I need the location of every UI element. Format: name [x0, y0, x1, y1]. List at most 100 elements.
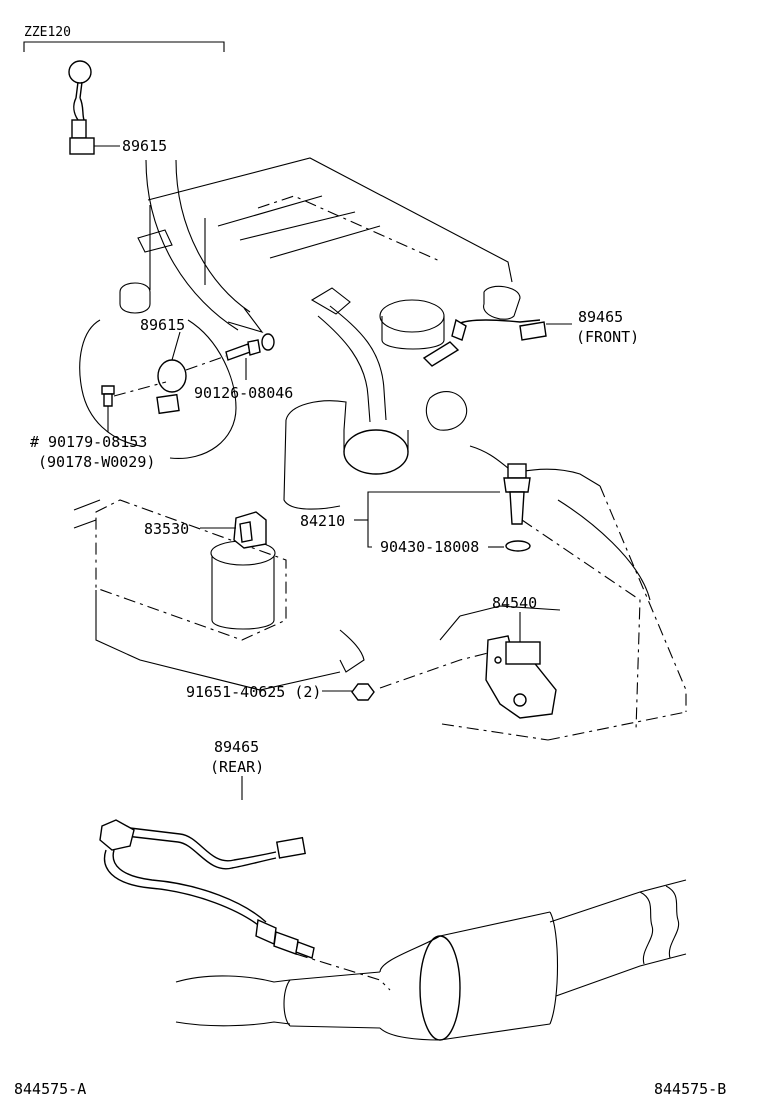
mark-symbol: #: [30, 433, 39, 451]
pan-lower: [95, 590, 341, 691]
converter-cone: [379, 935, 441, 1041]
exhaust-front-bottom: [175, 1021, 291, 1027]
converter-inlet-face: [419, 935, 461, 1041]
oil-filler-neck: [381, 316, 445, 350]
hose-end: [343, 429, 409, 475]
trans-mount-edge: [439, 605, 561, 641]
o2-front-grommet: [451, 318, 467, 341]
o2-rear-lower-wire: [103, 849, 267, 929]
engine-cover-front: [149, 205, 206, 290]
mount-bolt-shank: [103, 393, 113, 407]
exhaust-pipe-mid: [289, 971, 381, 1029]
bolt-shank: [225, 343, 251, 361]
engine-cover-top: [147, 157, 513, 283]
oil-pan: [95, 499, 287, 641]
neutral-switch-hole: [513, 693, 527, 707]
exhaust-pipe-converter: [175, 879, 687, 1041]
label-knock-sensor-engine: 89615: [140, 316, 185, 334]
model-code-label: ZZE120: [24, 25, 71, 40]
o2-front-wire: [457, 319, 541, 325]
knock-sensor-engine[interactable]: [156, 359, 187, 415]
label-knock-sensor-top: 89615: [122, 137, 167, 155]
label-neutral-switch: 84540: [492, 594, 537, 612]
callout-arrow-head: [227, 307, 264, 333]
label-o2-rear-position: (REAR): [210, 758, 264, 776]
o2-sensor-rear[interactable]: [99, 819, 315, 959]
label-gasket: 90430-18008: [380, 538, 479, 556]
bolt-washer: [261, 333, 275, 351]
oil-filler-cap: [379, 299, 445, 333]
bolt-head: [247, 339, 261, 356]
engine-cap-left: [119, 282, 151, 314]
engine-bracket: [137, 229, 173, 253]
exhaust-flange-left: [283, 979, 291, 1027]
footer-ref-right: 844575-B: [654, 1080, 726, 1098]
engine-cap-right: [483, 285, 521, 320]
leader-temp-sensor-lower: [367, 520, 372, 548]
pan-drain-boss: [339, 629, 365, 673]
o2-rear-centerline: [295, 953, 391, 991]
callout-arrow: [145, 159, 251, 331]
pan-flange: [73, 499, 101, 529]
label-o2-rear-number: 89465: [214, 738, 259, 756]
oil-pressure-switch-terminal: [239, 521, 253, 543]
trans-housing-inner: [521, 519, 641, 731]
exhaust-front-top: [175, 975, 291, 983]
oil-pressure-switch[interactable]: [233, 511, 267, 549]
engine-cover-ribs: [217, 195, 381, 259]
model-code-bracket: [23, 41, 225, 52]
label-nut: 91651-40625 (2): [186, 683, 321, 701]
water-outlet: [285, 400, 347, 431]
temp-sensor-probe: [509, 491, 525, 525]
temperature-sensor[interactable]: [503, 463, 531, 525]
mount-bolt-head: [101, 385, 115, 395]
block-boss: [425, 391, 468, 431]
o2-rear-hex: [273, 931, 299, 955]
exhaust-break-mark: [639, 891, 654, 965]
o2-rear-boot: [255, 918, 277, 946]
o2-rear-upper-wire: [125, 827, 277, 870]
trans-housing-edge: [599, 485, 687, 712]
trans-lower-edge: [441, 711, 687, 741]
block-upper-edge: [469, 445, 601, 487]
footer-ref-left: 844575-A: [14, 1080, 86, 1098]
leader-temp-sensor-upper: [367, 491, 500, 520]
block-left-face: [283, 419, 341, 510]
knock-sensor-top[interactable]: [68, 60, 95, 155]
engine-front-curve: [79, 319, 141, 447]
mount-nut-hex: [351, 683, 375, 701]
leader-knock-engine: [171, 331, 181, 361]
neutral-switch-bolt-hole: [494, 656, 502, 664]
o2-rear-grommet: [99, 819, 135, 851]
label-temp-sensor: 84210: [300, 512, 345, 530]
mount-nut[interactable]: [351, 683, 375, 701]
o2-rear-connector: [275, 836, 306, 859]
exhaust-break-mark-2: [665, 885, 680, 959]
nut-leader-line: [379, 649, 501, 689]
bolt-centerline: [185, 355, 227, 371]
knock-sensor-top-body: [68, 60, 92, 84]
engine-mount-bolt[interactable]: [101, 385, 115, 407]
trans-housing-curve: [557, 499, 651, 601]
oil-filter-body: [211, 556, 275, 630]
neutral-start-switch[interactable]: [485, 635, 557, 719]
hose-clip: [310, 287, 351, 315]
label-o2-front-number: 89465: [578, 308, 623, 326]
label-bolt-mount-main: 90179-08153: [48, 433, 147, 451]
coolant-hose: [317, 305, 387, 423]
timing-cover: [169, 319, 237, 460]
temp-sensor-gasket[interactable]: [505, 540, 531, 552]
knock-sensor-bolt[interactable]: [225, 333, 275, 361]
o2-front-sensor-body: [422, 341, 460, 367]
label-oil-pressure-switch: 83530: [144, 520, 189, 538]
knock-sensor-engine-plug: [156, 393, 180, 415]
exhaust-rear-pipe: [549, 879, 687, 997]
oil-filter: [210, 540, 276, 630]
neutral-switch-connector: [505, 641, 541, 665]
o2-sensor-front[interactable]: [422, 318, 547, 367]
converter-rear: [549, 911, 558, 1025]
knock-sensor-engine-body: [157, 359, 187, 393]
knock-sensor-top-connector: [69, 137, 95, 155]
